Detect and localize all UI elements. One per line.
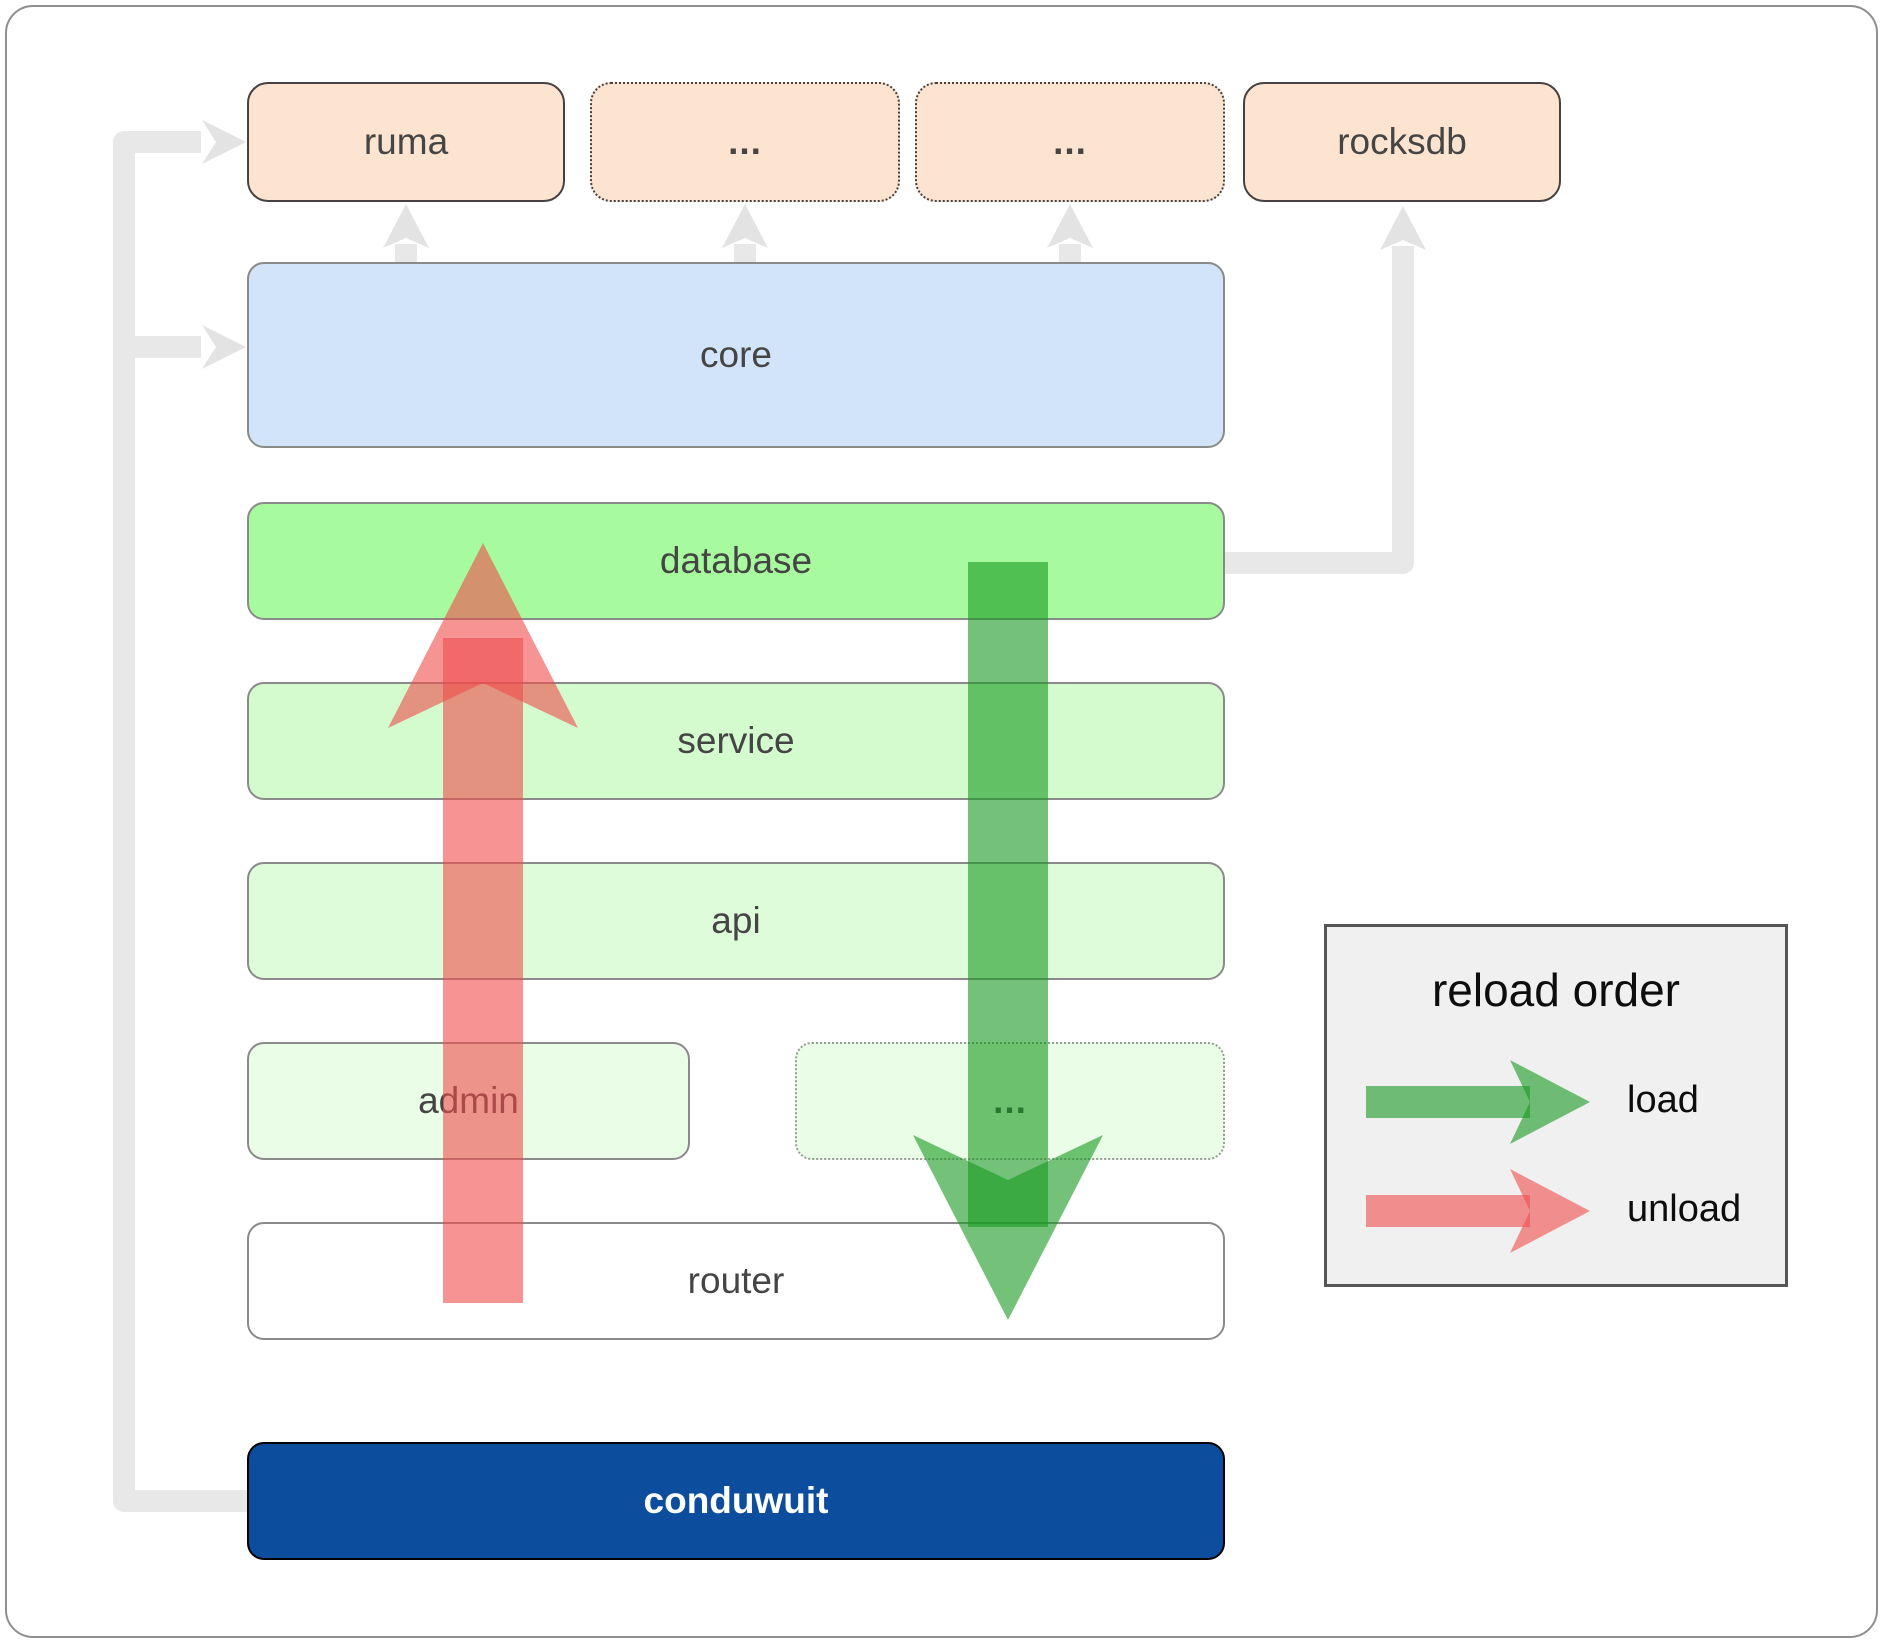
node-database-label: database bbox=[659, 540, 813, 581]
node-conduwuit: conduwuit bbox=[247, 1442, 1225, 1560]
node-dependency-more-2: ... bbox=[915, 82, 1225, 202]
node-dependency-more-2-label: ... bbox=[1053, 121, 1087, 162]
node-admin: admin bbox=[247, 1042, 690, 1160]
legend-unload-arrow-shaft bbox=[1366, 1195, 1530, 1227]
node-core-label: core bbox=[700, 334, 772, 375]
node-dependency-more-1-label: ... bbox=[728, 121, 762, 162]
legend-label-load: load bbox=[1627, 1079, 1699, 1121]
node-service-label: service bbox=[677, 720, 795, 761]
node-conduwuit-label: conduwuit bbox=[643, 1480, 829, 1521]
legend-title: reload order bbox=[1431, 964, 1681, 1016]
arrowhead-up-rocksdb-icon bbox=[1380, 206, 1426, 250]
node-router-label: router bbox=[687, 1260, 785, 1301]
outer-frame bbox=[5, 5, 1878, 1638]
legend-load-arrow-shaft bbox=[1366, 1086, 1530, 1118]
node-router: router bbox=[247, 1222, 1225, 1340]
node-core: core bbox=[247, 262, 1225, 448]
node-database: database bbox=[247, 502, 1225, 620]
arrowhead-up-dep1-icon bbox=[722, 204, 768, 248]
node-admin-label: admin bbox=[418, 1080, 519, 1121]
node-dependency-more-1: ... bbox=[590, 82, 900, 202]
node-rocksdb: rocksdb bbox=[1243, 82, 1561, 202]
node-admin-more: ... bbox=[795, 1042, 1225, 1160]
node-api-label: api bbox=[711, 900, 761, 941]
node-ruma: ruma bbox=[247, 82, 565, 202]
arrowhead-up-dep2-icon bbox=[1047, 204, 1093, 248]
legend-reload-order: reload order load unload bbox=[1324, 924, 1788, 1287]
arrowhead-up-ruma-icon bbox=[383, 204, 429, 248]
legend-arrow-graphics bbox=[1366, 1060, 1590, 1253]
node-admin-more-label: ... bbox=[993, 1080, 1027, 1121]
arrowhead-into-ruma-icon bbox=[202, 120, 246, 164]
database-to-rocksdb-connector bbox=[1224, 246, 1414, 574]
node-ruma-label: ruma bbox=[363, 121, 449, 162]
arrowhead-into-core-icon bbox=[202, 325, 246, 369]
node-api: api bbox=[247, 862, 1225, 980]
node-service: service bbox=[247, 682, 1225, 800]
conduwuit-rail-connector bbox=[113, 131, 247, 1512]
legend-unload-arrow-head-icon bbox=[1510, 1169, 1590, 1253]
node-rocksdb-label: rocksdb bbox=[1337, 121, 1467, 162]
legend-load-arrow-head-icon bbox=[1510, 1060, 1590, 1144]
legend-label-unload: unload bbox=[1627, 1188, 1742, 1230]
